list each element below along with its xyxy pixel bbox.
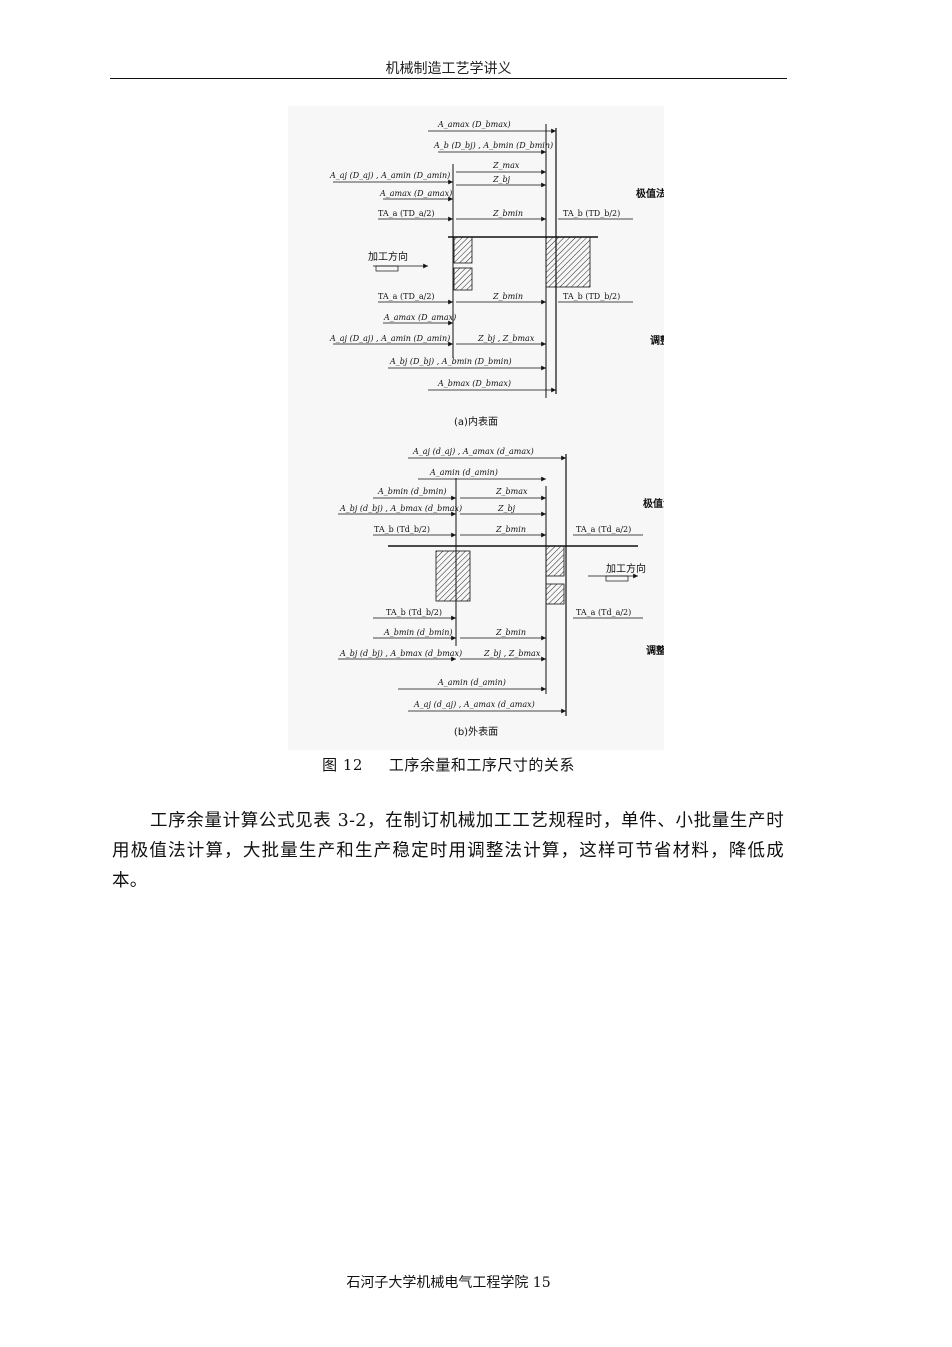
top-label-9: TA_b (TD_b/2): [563, 209, 620, 218]
bottom-label-12: A_bmin (d_bmin): [383, 628, 453, 637]
bottom-label-4: Z_bmax: [495, 487, 528, 496]
top-label-8: Z_bmin: [492, 209, 523, 218]
body-paragraph: 工序余量计算公式见表 3-2，在制订机械加工工艺规程时，单件、小批量生产时用极值…: [112, 811, 784, 891]
bottom-label-15: Z_bj , Z_bmax: [483, 649, 541, 658]
bottom-method-adjust: 调整法: [646, 644, 664, 657]
bottom-label-3: A_bmin (d_bmin): [377, 487, 447, 496]
bottom-method-extreme: 极值法: [643, 497, 664, 510]
bottom-label-7: TA_b (Td_b/2): [374, 525, 430, 534]
top-label-5: Z_bj: [492, 175, 511, 184]
top-label-4: Z_max: [492, 161, 520, 170]
top-label-16: A_bj (D_bj) , A_bmin (D_bmin): [389, 357, 512, 366]
bottom-label-9: TA_a (Td_a/2): [576, 525, 631, 534]
bottom-label-17: A_aj (d_aj) , A_amax (d_amax): [413, 700, 535, 709]
bottom-label-11: TA_a (Td_a/2): [576, 608, 631, 617]
top-label-17: A_bmax (D_bmax): [437, 379, 511, 388]
top-label-2: A_b (D_bj) , A_bmin (D_bmin): [433, 141, 553, 150]
top-label-10: TA_a (TD_a/2): [378, 292, 435, 301]
top-method-extreme: 极值法: [636, 187, 664, 200]
bottom-label-6: Z_bj: [497, 504, 516, 513]
page-footer: 石河子大学机械电气工程学院 15: [346, 1275, 551, 1291]
top-sub-caption: (a)内表面: [454, 415, 498, 428]
page-header: 机械制造工艺学讲义: [385, 61, 512, 77]
bottom-sub-caption: (b)外表面: [454, 725, 498, 738]
bottom-label-5: A_bj (d_bj) , A_bmax (d_bmax): [339, 504, 462, 513]
figure-caption: 图 12 工序余量和工序尺寸的关系: [110, 754, 787, 775]
bottom-label-14: A_bj (d_bj) , A_bmax (d_bmax): [339, 649, 462, 658]
allowance-diagram-svg: A_amax (D_bmax) A_b (D_bj) , A_bmin (D_b…: [288, 106, 664, 750]
header-rule: [110, 78, 787, 79]
bottom-label-2: A_amin (d_amin): [429, 468, 498, 477]
top-label-11: Z_bmin: [492, 292, 523, 301]
top-direction-label: 加工方向: [368, 250, 408, 263]
top-label-14: A_aj (D_aj) , A_amin (D_amin): [329, 334, 450, 343]
top-label-15: Z_bj , Z_bmax: [477, 334, 535, 343]
top-label-12: TA_b (TD_b/2): [563, 292, 620, 301]
bottom-label-10: TA_b (Td_b/2): [386, 608, 442, 617]
top-label-1: A_amax (D_bmax): [437, 120, 511, 129]
top-method-adjust: 调整法: [650, 334, 664, 347]
bottom-label-16: A_amin (d_amin): [437, 678, 506, 687]
top-label-3: A_aj (D_aj) , A_amin (D_amin): [329, 171, 450, 180]
top-label-13: A_amax (D_amax): [383, 313, 456, 322]
top-label-6: A_amax (D_amax): [379, 189, 452, 198]
figure-caption-text: 工序余量和工序尺寸的关系: [388, 756, 575, 774]
top-label-7: TA_a (TD_a/2): [378, 209, 435, 218]
diagram-outer-surface: A_aj (d_aj) , A_amax (d_amax) A_amin (d_…: [338, 447, 664, 738]
figure-number: 图 12: [322, 756, 363, 774]
bottom-label-1: A_aj (d_aj) , A_amax (d_amax): [412, 447, 534, 456]
bottom-label-13: Z_bmin: [495, 628, 526, 637]
bottom-label-8: Z_bmin: [495, 525, 526, 534]
diagram-inner-surface: A_amax (D_bmax) A_b (D_bj) , A_bmin (D_b…: [329, 120, 664, 428]
bottom-direction-label: 加工方向: [606, 562, 646, 575]
figure-allowance-diagram: A_amax (D_bmax) A_b (D_bj) , A_bmin (D_b…: [288, 106, 664, 750]
